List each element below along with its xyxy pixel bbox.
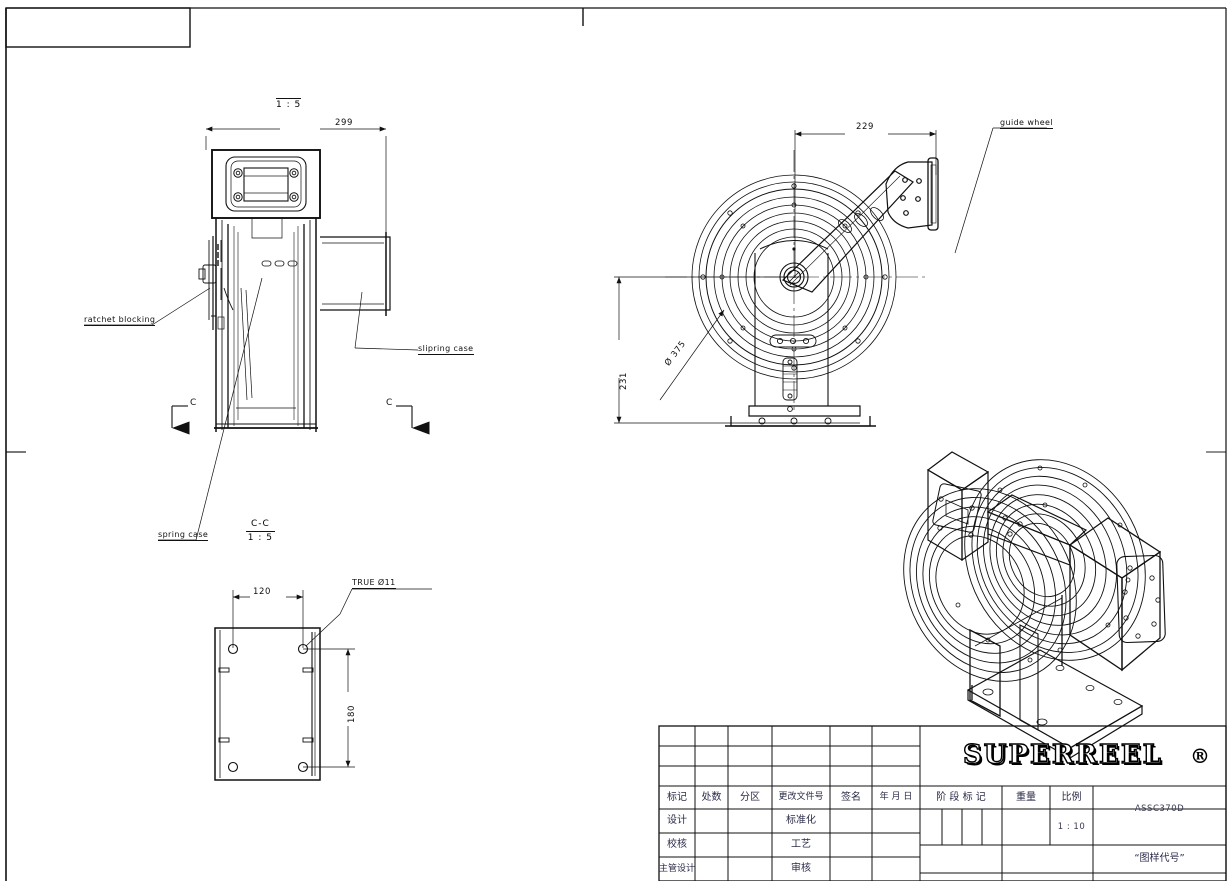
iso-slipring-case xyxy=(1068,517,1166,672)
scale-header: 比例 xyxy=(1061,791,1082,803)
dim-120: 120 xyxy=(253,587,272,597)
dim-299: 299 xyxy=(335,118,354,128)
revision-header-fenqu: 分区 xyxy=(740,791,760,803)
iso-ratchet-housing xyxy=(926,451,990,562)
revision-header-chushu: 处数 xyxy=(701,791,722,803)
revision-header-biaoji: 标记 xyxy=(667,791,687,803)
drawing-code: “图样代号” xyxy=(1134,853,1185,864)
dimension-299 xyxy=(205,126,387,240)
pedestal xyxy=(725,240,876,427)
slipring-case-box xyxy=(320,232,391,316)
part-number: ASSC370D xyxy=(1134,803,1185,814)
section-cc-title: C-C 1 : 5 xyxy=(246,519,275,545)
revision-header-gengaiwenjianhao: 更改文件号 xyxy=(778,792,824,802)
role-biaozhunhua: 标准化 xyxy=(786,815,816,826)
ratchet-blocking-assembly xyxy=(198,236,234,330)
label-guide-wheel: guide wheel xyxy=(1000,118,1053,129)
view-side-elevation xyxy=(614,127,1047,427)
title-block-grid xyxy=(658,725,1227,881)
front-view-scale: 1 : 5 xyxy=(276,86,302,112)
iso-base-frame xyxy=(966,595,1144,760)
label-ratchet-blocking: ratchet blocking xyxy=(84,315,156,326)
role-sheji: 设计 xyxy=(667,815,687,826)
scale-value: 1 : 10 xyxy=(1057,821,1086,832)
revision-header-qianming: 签名 xyxy=(841,791,861,803)
registered-trademark-icon: ® xyxy=(1190,744,1210,768)
slot-row xyxy=(261,260,298,267)
section-letter-left: C xyxy=(190,398,197,408)
label-slipring-case: slipring case xyxy=(418,344,474,355)
guide-wheel-head xyxy=(885,157,939,231)
section-cc-name: C-C xyxy=(246,519,275,533)
dimension-231 xyxy=(614,276,860,424)
role-zhuguansheji: 主管设计 xyxy=(658,863,695,874)
dimension-120 xyxy=(232,590,304,648)
dim-231: 231 xyxy=(619,371,629,390)
bolt-pattern xyxy=(233,168,299,202)
mount-holes xyxy=(227,643,309,773)
weight-header: 重量 xyxy=(1016,791,1036,803)
view-front-elevation xyxy=(84,126,430,541)
section-arrow-right xyxy=(396,405,430,435)
section-letter-right: C xyxy=(386,398,393,408)
iso-guide-arm xyxy=(986,494,1088,566)
view-base-plate xyxy=(214,588,432,781)
revision-header-date: 年 月 日 xyxy=(879,792,913,802)
section-arrow-left xyxy=(171,405,190,435)
role-gongyi: 工艺 xyxy=(791,839,811,850)
view-isometric xyxy=(903,451,1166,760)
dim-229: 229 xyxy=(856,122,875,132)
brand-logo: SUPERREEL xyxy=(962,739,1163,770)
section-cc-scale: 1 : 5 xyxy=(247,533,274,544)
role-jiaohe: 校核 xyxy=(667,839,687,850)
stage-header: 阶 段 标 记 xyxy=(936,791,986,803)
label-spring-case: spring case xyxy=(158,530,209,541)
front-view-scale-line xyxy=(276,86,302,100)
iso-drum-coils-front xyxy=(903,488,1077,682)
dimension-229 xyxy=(794,130,937,278)
dim-true-dia-11: TRUE Ø11 xyxy=(352,578,396,589)
role-shenhe: 审核 xyxy=(791,863,811,874)
dim-180: 180 xyxy=(347,704,357,723)
guide-arm xyxy=(781,170,914,293)
front-view-scale-value: 1 : 5 xyxy=(276,100,302,111)
